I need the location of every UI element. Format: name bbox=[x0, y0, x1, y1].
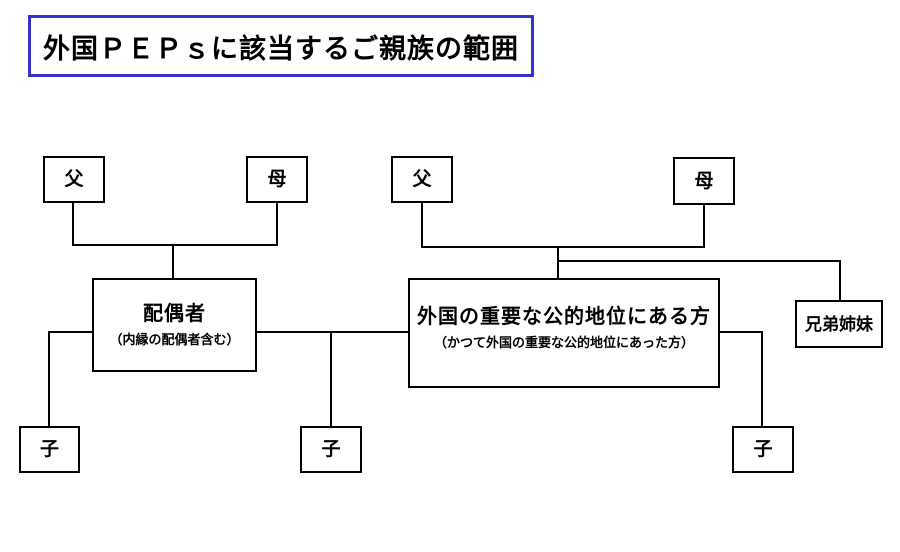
connector-mother-left-drop bbox=[276, 203, 278, 246]
node-pep-label: 外国の重要な公的地位にある方 bbox=[417, 306, 711, 328]
connector-pep-child-v bbox=[761, 331, 763, 426]
node-mother-right-label: 母 bbox=[694, 170, 714, 192]
node-father-right-label: 父 bbox=[412, 169, 432, 190]
node-siblings-label: 兄弟姉妹 bbox=[805, 314, 873, 334]
node-child-right-label: 子 bbox=[753, 439, 773, 460]
node-father-left-label: 父 bbox=[64, 169, 84, 190]
connector-spouse-child-left-h bbox=[48, 331, 92, 333]
connector-spouse-pep-marriage bbox=[257, 331, 408, 333]
node-child-left-label: 子 bbox=[39, 439, 59, 460]
connector-father-right-drop bbox=[421, 203, 423, 248]
connector-parents-left-join bbox=[72, 244, 278, 246]
connector-pep-child-h bbox=[720, 331, 763, 333]
node-spouse-note: （内縁の配偶者含む） bbox=[109, 332, 240, 347]
node-spouse: 配偶者 （内縁の配偶者含む） bbox=[92, 278, 257, 372]
connector-to-pep bbox=[557, 246, 559, 278]
connector-siblings-branch-h bbox=[557, 260, 841, 262]
node-spouse-label: 配偶者 bbox=[143, 303, 206, 325]
node-father-right: 父 bbox=[391, 156, 453, 203]
node-mother-left-label: 母 bbox=[267, 169, 287, 190]
connector-mother-right-drop bbox=[703, 205, 705, 248]
connector-spouse-child-left-v bbox=[48, 331, 50, 426]
node-mother-left: 母 bbox=[246, 156, 308, 203]
page-title-text: 外国ＰＥＰｓに該当するご親族の範囲 bbox=[43, 33, 519, 64]
node-child-middle: 子 bbox=[300, 426, 362, 473]
connector-father-left-drop bbox=[72, 203, 74, 246]
node-child-middle-label: 子 bbox=[321, 439, 341, 460]
node-siblings: 兄弟姉妹 bbox=[795, 300, 883, 348]
page-title: 外国ＰＥＰｓに該当するご親族の範囲 bbox=[28, 15, 534, 77]
node-pep-note: （かつて外国の重要な公的地位にあった方） bbox=[433, 335, 694, 350]
node-pep: 外国の重要な公的地位にある方 （かつて外国の重要な公的地位にあった方） bbox=[408, 278, 720, 388]
node-child-right: 子 bbox=[732, 426, 794, 473]
connector-to-spouse bbox=[172, 244, 174, 278]
node-father-left: 父 bbox=[43, 156, 105, 203]
connector-parents-right-join bbox=[421, 246, 705, 248]
connector-siblings-branch-v bbox=[839, 260, 841, 300]
node-child-left: 子 bbox=[19, 426, 80, 473]
connector-shared-child-drop bbox=[330, 331, 332, 426]
node-mother-right: 母 bbox=[673, 157, 735, 205]
